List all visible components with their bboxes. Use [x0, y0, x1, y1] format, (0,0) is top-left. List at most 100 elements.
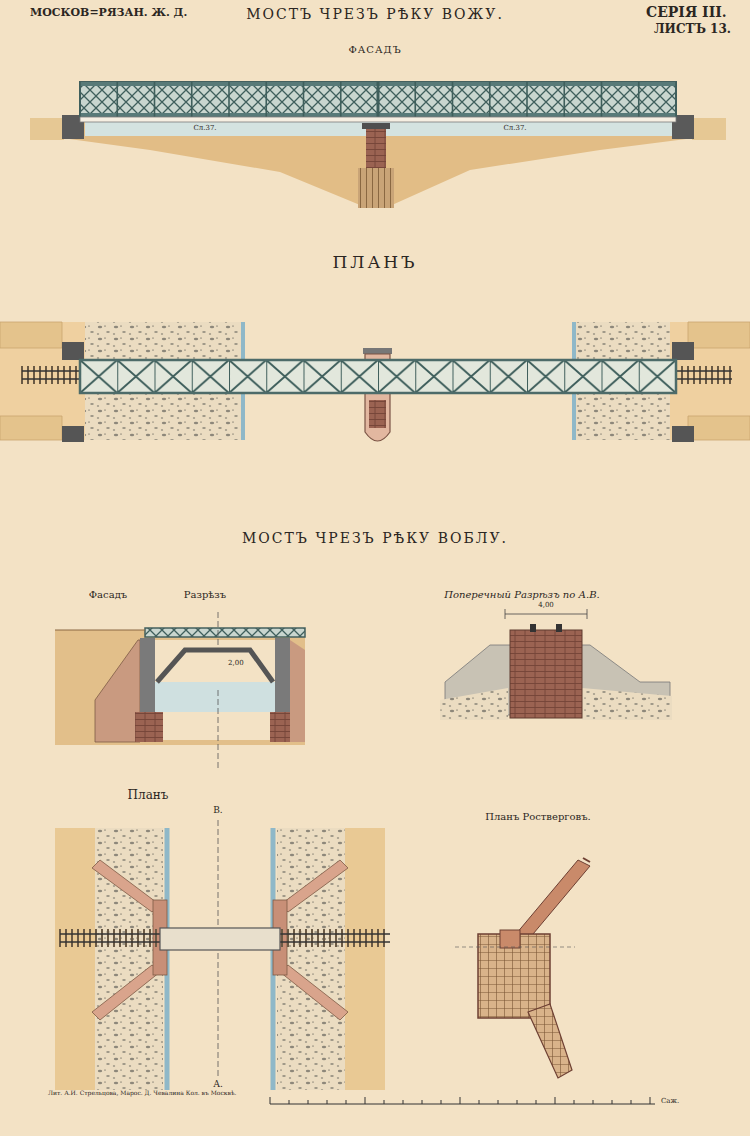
railway-name: МОСКОВ=РЯЗАН. Ж. Д. — [30, 7, 187, 20]
section-mark: А. — [213, 1079, 223, 1089]
grillage-plan — [528, 1004, 572, 1078]
view-title: ПЛАНЪ — [332, 253, 417, 273]
scale-bar — [289, 1100, 290, 1104]
vozha-plan — [62, 342, 84, 360]
grillage-plan — [583, 858, 590, 862]
scale-bar — [441, 1100, 442, 1104]
rail-track — [65, 929, 67, 947]
cross-section — [582, 688, 672, 720]
truss-vertical — [340, 82, 342, 117]
vobla-plan — [55, 828, 163, 1090]
vobla-facade-section — [145, 628, 305, 637]
rail-track — [723, 366, 725, 384]
scale-bar — [327, 1100, 328, 1104]
cross-section — [505, 614, 587, 615]
cross-section — [587, 609, 588, 619]
rail-track — [22, 366, 76, 384]
scale-bar — [460, 1097, 461, 1104]
rail-track — [155, 929, 157, 947]
dimension: Сл.37. — [193, 124, 216, 132]
rail-track — [305, 929, 307, 947]
vozha-plan — [670, 322, 750, 440]
vozha-plan — [0, 322, 62, 440]
vobla-facade-section — [95, 640, 140, 742]
vozha-facade — [80, 82, 676, 117]
vobla-facade-section — [55, 630, 305, 745]
grillage-plan — [455, 947, 575, 948]
rail-track — [705, 366, 707, 384]
bridge-title: МОСТЪ ЧРЕЗЪ РѢКУ ВОБЛУ. — [242, 530, 508, 546]
rail-track — [341, 929, 343, 947]
rail-track — [83, 929, 85, 947]
scale-bar — [422, 1100, 423, 1104]
rail-track — [22, 370, 82, 372]
cross-section — [440, 609, 672, 720]
rail-track — [299, 929, 301, 947]
rail-track — [51, 366, 53, 384]
series-number: СЕРІЯ III. — [646, 4, 727, 20]
rail-track — [89, 929, 91, 947]
rail-track — [149, 929, 151, 947]
rail-track — [22, 378, 82, 380]
truss-vertical — [116, 82, 118, 117]
vozha-plan — [369, 400, 386, 428]
rail-track — [335, 929, 337, 947]
lithographer-note: Лит. А.И. Стрельцова, Марос. Д. Чевалина… — [48, 1090, 237, 1097]
grillage-plan — [500, 930, 520, 948]
truss-vertical — [79, 82, 81, 117]
rail-track — [77, 929, 79, 947]
rail-track — [317, 929, 319, 947]
vozha-facade — [692, 118, 726, 140]
vobla-facade-section — [55, 612, 305, 770]
scale-bar — [650, 1097, 651, 1104]
scale-bar — [346, 1100, 347, 1104]
view-title: ФАСАДЪ — [348, 44, 401, 56]
cross-section — [505, 609, 506, 619]
rail-track — [323, 929, 325, 947]
vozha-plan — [688, 322, 750, 440]
truss-vertical — [228, 82, 230, 117]
rail-track — [347, 929, 349, 947]
vobla-plan — [55, 820, 390, 1090]
rail-track — [676, 366, 730, 384]
cross-section — [556, 624, 562, 632]
rail-track — [45, 366, 47, 384]
sheet-number: ЛИСТЪ 13. — [654, 23, 731, 37]
rail-track — [39, 366, 41, 384]
rail-track — [329, 929, 331, 947]
view-title: Планъ — [128, 789, 169, 803]
rail-track — [59, 929, 61, 947]
scale-unit: Саж. — [661, 1097, 679, 1105]
scale-bar — [574, 1100, 575, 1104]
rail-track — [137, 929, 139, 947]
vobla-plan — [92, 860, 160, 1020]
scale-bar — [270, 1097, 271, 1104]
vobla-facade-section — [290, 640, 305, 742]
dimension: Сл.37. — [503, 124, 526, 132]
rail-track — [681, 366, 683, 384]
rail-track — [359, 929, 361, 947]
rail-track — [125, 929, 127, 947]
vozha-facade — [358, 168, 394, 208]
vobla-facade-section — [157, 650, 273, 682]
rail-track — [676, 378, 732, 380]
vozha-plan — [672, 342, 694, 360]
truss-vertical — [303, 82, 305, 117]
rail-track — [101, 929, 103, 947]
rail-track — [377, 929, 379, 947]
vozha-facade — [366, 129, 386, 168]
view-title: Фасадъ — [89, 589, 127, 601]
grillage-plan — [516, 860, 590, 940]
rail-track — [383, 929, 385, 947]
truss-vertical — [452, 82, 454, 117]
rail-track — [311, 929, 313, 947]
truss-vertical — [80, 82, 676, 117]
vobla-facade-section — [55, 630, 145, 631]
rail-track — [71, 929, 73, 947]
vobla-facade-section — [218, 612, 219, 648]
vobla-plan — [160, 928, 280, 950]
rail-track — [687, 366, 689, 384]
scale-bar — [536, 1100, 537, 1104]
